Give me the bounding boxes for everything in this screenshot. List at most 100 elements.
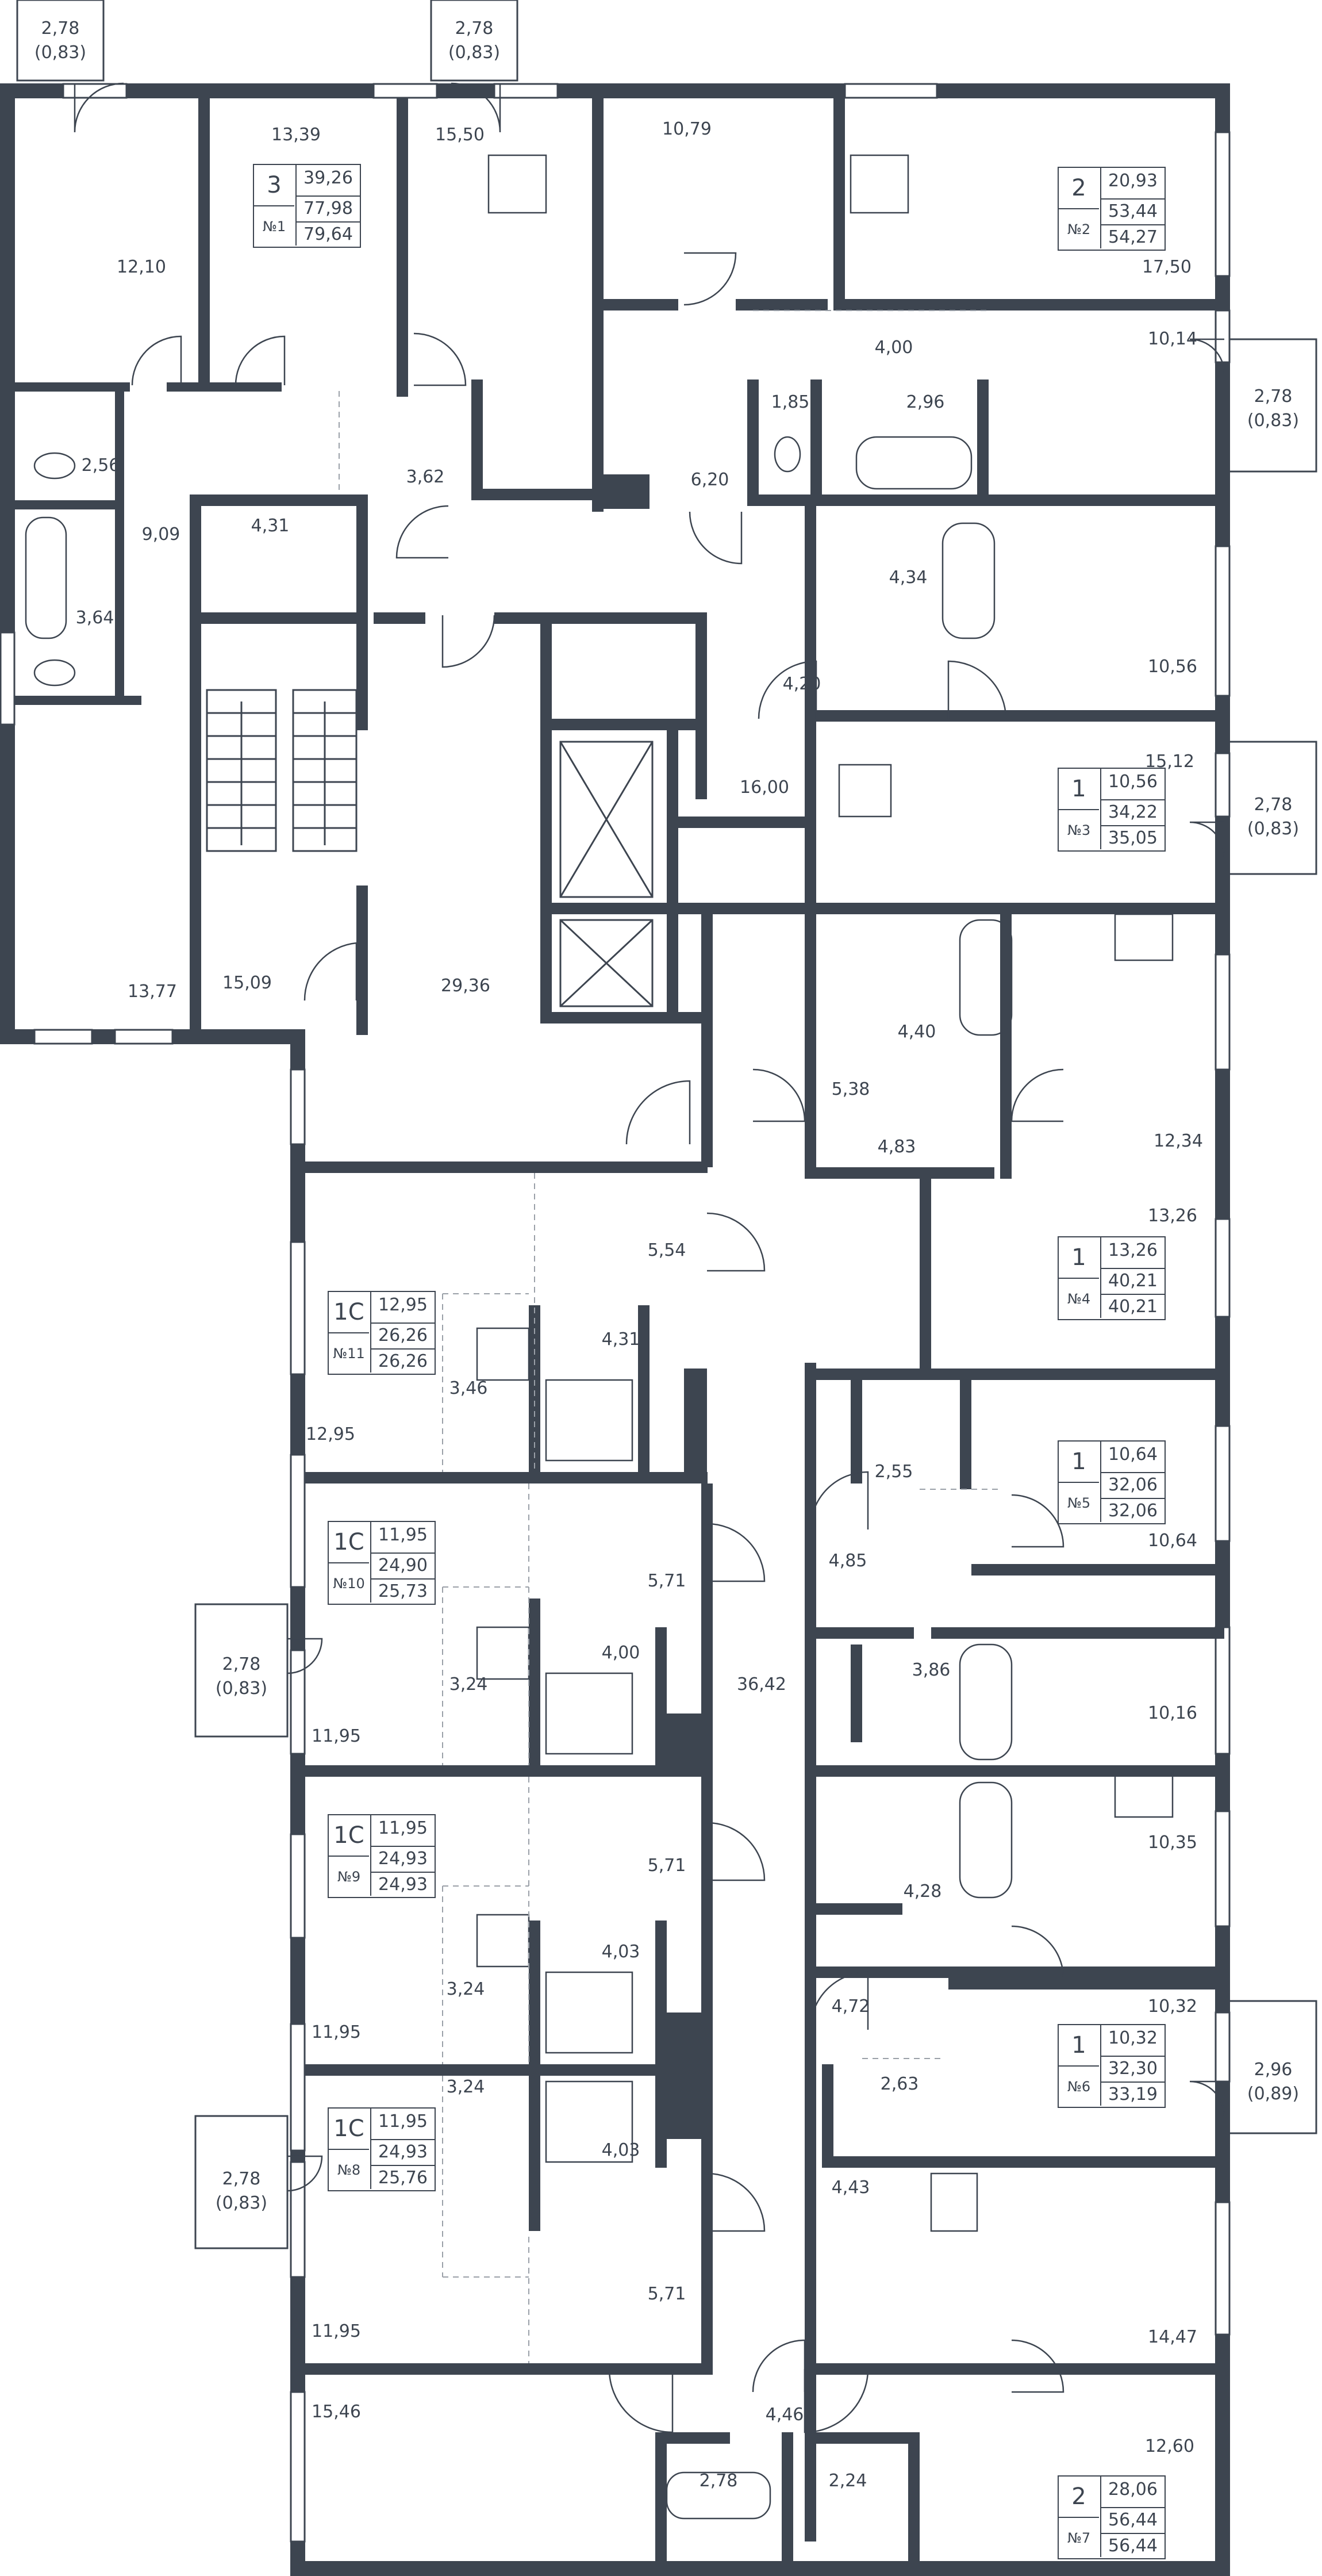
- total-area: 32,06: [1101, 1472, 1165, 1494]
- total-area: 24,93: [371, 1846, 435, 1868]
- apartment-info-8[interactable]: 1С №8 11,95 24,93 25,76: [328, 2107, 436, 2191]
- room-area: 3,86: [912, 1660, 951, 1680]
- room-area: 4,03: [601, 2140, 640, 2160]
- apartment-info-4[interactable]: 1 №4 13,26 40,21 40,21: [1058, 1236, 1166, 1320]
- apartment-number: №6: [1059, 2065, 1099, 2107]
- room-area: 13,26: [1148, 1206, 1197, 1226]
- room-area: 15,46: [312, 2402, 361, 2422]
- living-area: 11,95: [378, 2111, 428, 2132]
- total-area-with-balcony: 56,44: [1101, 2533, 1165, 2555]
- room-area: 12,95: [306, 1424, 355, 1444]
- balcony-reduced-area: (0,83): [34, 43, 87, 63]
- living-area: 10,64: [1108, 1444, 1158, 1465]
- balcony-reduced-area: (0,83): [1247, 411, 1300, 431]
- apartment-info-10[interactable]: 1С №10 11,95 24,90 25,73: [328, 1521, 436, 1605]
- total-area-with-balcony: 26,26: [371, 1348, 435, 1370]
- total-area: 26,26: [371, 1322, 435, 1344]
- balcony-outline: [1223, 741, 1317, 875]
- room-area: 5,38: [831, 1079, 870, 1099]
- balcony-outline: [16, 0, 105, 82]
- total-area-with-balcony: 79,64: [297, 221, 360, 243]
- balcony-area: 2,78: [1254, 386, 1293, 407]
- room-count: 2: [1071, 2483, 1086, 2510]
- balcony-outline: [194, 2115, 289, 2249]
- room-area: 10,16: [1148, 1703, 1197, 1723]
- room-area: 4,28: [903, 1881, 942, 1902]
- interior-walls: [15, 98, 1230, 2564]
- room-area: 15,50: [435, 125, 485, 145]
- room-area: 4,46: [765, 2405, 804, 2425]
- room-area: 4,34: [889, 568, 928, 588]
- apartment-number: №8: [329, 2149, 369, 2190]
- room-area: 12,34: [1154, 1131, 1203, 1151]
- apartment-info-11[interactable]: 1С №11 12,95 26,26 26,26: [328, 1291, 436, 1375]
- room-area: 2,24: [828, 2471, 867, 2491]
- balcony-outline: [430, 0, 518, 82]
- room-area: 10,56: [1148, 657, 1197, 677]
- balcony-reduced-area: (0,83): [215, 1678, 268, 1699]
- room-count: 1: [1071, 1448, 1086, 1475]
- apartment-info-9[interactable]: 1С №9 11,95 24,93 24,93: [328, 1814, 436, 1898]
- room-area: 13,77: [128, 982, 177, 1002]
- room-area: 4,03: [601, 1942, 640, 1962]
- room-area: 1,85: [771, 392, 810, 412]
- room-area: 4,20: [782, 674, 821, 694]
- room-area: 5,71: [647, 2284, 686, 2304]
- total-area-with-balcony: 25,73: [371, 1578, 435, 1600]
- room-area: 5,71: [647, 1856, 686, 1876]
- room-area: 2,63: [880, 2074, 919, 2094]
- total-area: 24,93: [371, 2139, 435, 2161]
- room-area: 17,50: [1142, 257, 1192, 277]
- room-area: 16,00: [740, 777, 789, 798]
- room-count: 1: [1071, 2032, 1086, 2058]
- room-area: 10,14: [1148, 329, 1197, 349]
- room-area: 4,40: [897, 1022, 936, 1042]
- balcony-area: 2,78: [1254, 795, 1293, 815]
- apartment-info-3[interactable]: 1 №3 10,56 34,22 35,05: [1058, 768, 1166, 852]
- room-area: 10,35: [1148, 1833, 1197, 1853]
- apartment-info-7[interactable]: 2 №7 28,06 56,44 56,44: [1058, 2475, 1166, 2559]
- apartment-info-6[interactable]: 1 №6 10,32 32,30 33,19: [1058, 2024, 1166, 2108]
- living-area: 10,56: [1108, 772, 1158, 792]
- room-area: 15,12: [1145, 752, 1194, 772]
- room-area: 2,96: [906, 392, 945, 412]
- apartment-number: №1: [254, 205, 294, 247]
- windows: [0, 83, 1231, 2543]
- room-area: 11,95: [312, 1726, 361, 1746]
- apartment-info-5[interactable]: 1 №5 10,64 32,06 32,06: [1058, 1440, 1166, 1524]
- balcony-outline: [194, 1603, 289, 1738]
- room-area: 3,46: [449, 1378, 488, 1398]
- apartment-number: №3: [1059, 809, 1099, 850]
- room-area: 3,24: [446, 1979, 485, 1999]
- room-area: 2,78: [699, 2471, 738, 2491]
- room-area: 4,31: [251, 516, 290, 536]
- total-area: 40,21: [1101, 1268, 1165, 1290]
- living-area: 13,26: [1108, 1240, 1158, 1260]
- room-count: 1: [1071, 1244, 1086, 1271]
- room-area: 10,64: [1148, 1531, 1197, 1551]
- room-area: 3,24: [449, 1674, 488, 1695]
- room-count: 1С: [333, 1529, 364, 1555]
- apartment-info-2[interactable]: 2 №2 20,93 53,44 54,27: [1058, 167, 1166, 251]
- total-area: 34,22: [1101, 799, 1165, 821]
- room-area: 5,71: [647, 1571, 686, 1591]
- room-area: 4,31: [601, 1329, 640, 1350]
- room-area: 9,09: [141, 524, 180, 545]
- apartment-number: №10: [329, 1562, 369, 1604]
- room-area: 36,42: [737, 1674, 786, 1695]
- room-area: 4,00: [874, 338, 913, 358]
- room-area: 12,10: [117, 257, 166, 277]
- room-area: 11,95: [312, 2321, 361, 2341]
- apartment-info-1[interactable]: 3 №1 39,26 77,98 79,64: [253, 164, 361, 248]
- total-area-with-balcony: 35,05: [1101, 825, 1165, 847]
- apartment-number: №7: [1059, 2517, 1099, 2558]
- total-area-with-balcony: 40,21: [1101, 1294, 1165, 1316]
- room-count: 2: [1071, 175, 1086, 201]
- room-area: 6,20: [690, 470, 729, 490]
- staircase: [206, 689, 358, 852]
- balcony-outline: [1223, 2000, 1317, 2134]
- room-area: 3,24: [446, 2077, 485, 2097]
- total-area-with-balcony: 54,27: [1101, 224, 1165, 246]
- room-area: 3,62: [406, 467, 445, 487]
